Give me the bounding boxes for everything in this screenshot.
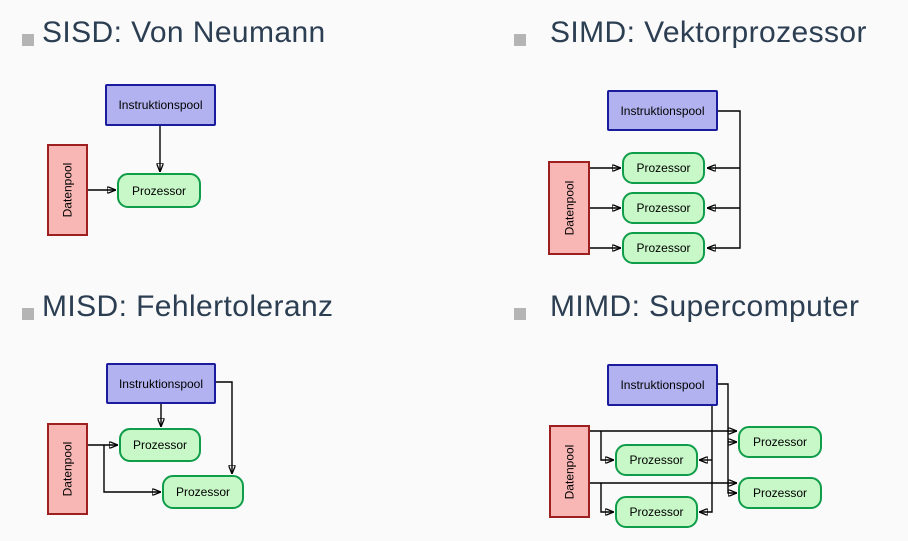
arrow-instrpool-to-right-processor2 — [718, 383, 737, 493]
arrow-datapool-to-left-processor1 — [600, 431, 614, 460]
arrow-instrpool-to-processor3 — [707, 110, 741, 248]
arrow-instrpool-to-processor2 — [216, 381, 232, 474]
arrow-instrpool-to-left-processor2 — [699, 406, 713, 512]
arrow-datapool-to-left-processor2 — [600, 483, 614, 512]
arrow-datapool-to-processor2 — [103, 445, 161, 492]
